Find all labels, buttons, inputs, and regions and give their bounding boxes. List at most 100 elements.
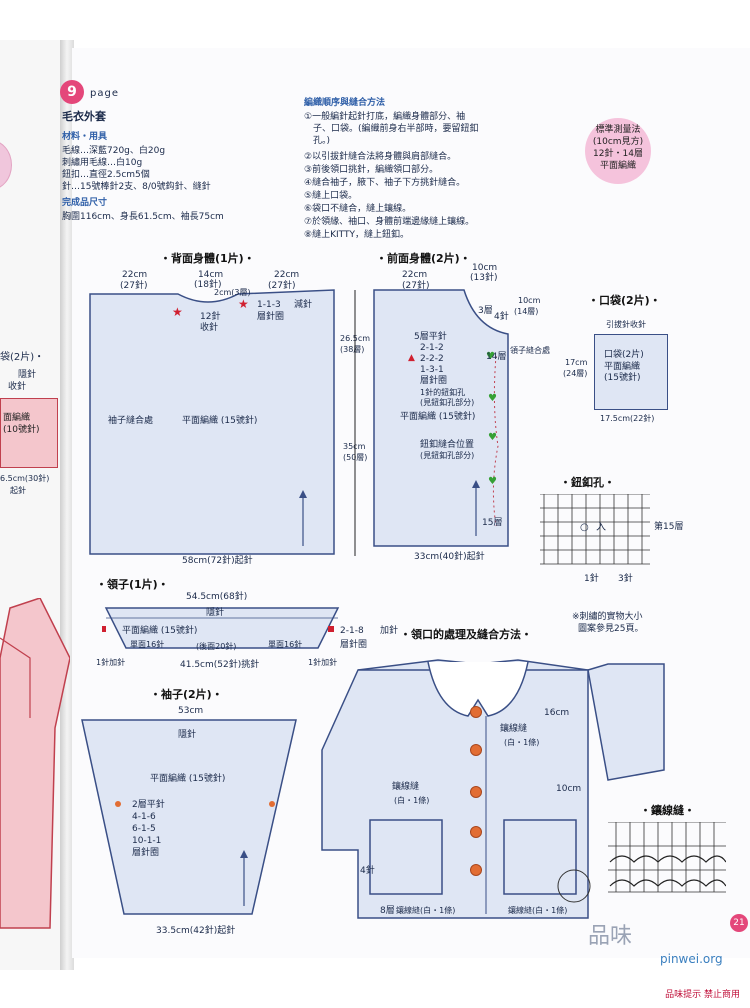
size-heading: 完成品尺寸 bbox=[62, 198, 108, 208]
pocket-inner1: 口袋(2片) bbox=[604, 350, 644, 360]
front-bottom-rows: 15層 bbox=[482, 518, 503, 528]
back-w-mid: 14cm bbox=[198, 270, 224, 280]
front-buttonhole-note2: 1針的鈕釦孔 bbox=[420, 388, 466, 397]
left-bottom2: 起針 bbox=[10, 486, 26, 495]
left-pocket-panel: 面編織 (10號針) bbox=[0, 398, 58, 468]
star-icon: ★ bbox=[238, 297, 249, 311]
cardigan-drawing bbox=[321, 659, 665, 919]
finish-embroidery2: 鑲線縫 bbox=[392, 782, 420, 792]
left-stitch2: (10號針) bbox=[3, 425, 40, 435]
front-neck: 10cm bbox=[518, 296, 541, 305]
left-rib: 隱針 bbox=[18, 370, 37, 380]
heart-icon: ♥ bbox=[488, 432, 497, 443]
left-stitch: 面編織 bbox=[3, 413, 31, 423]
sleeve-inc-row: 4-1-6 bbox=[132, 812, 156, 822]
heart-icon: ♥ bbox=[488, 476, 497, 487]
sleeve-title: ・袖子(2片)・ bbox=[150, 688, 223, 701]
back-neck-dec: 12針 bbox=[200, 312, 221, 322]
pocket-panel bbox=[594, 334, 668, 410]
procedure-heading: 編織順序與縫合方法 bbox=[304, 98, 386, 108]
collar-inc-lbl: 加針 bbox=[380, 626, 399, 636]
back-height-line bbox=[354, 290, 356, 556]
left-pocket-title: 袋(2片)・ bbox=[0, 352, 45, 363]
back-shoulder-lbl2: 層針圈 bbox=[257, 312, 285, 322]
back-neck-depth: 2cm(3層) bbox=[214, 288, 251, 297]
finish-note1: ※刺繡的實物大小 bbox=[572, 612, 643, 622]
front-body-title: ・前面身體(2片)・ bbox=[376, 252, 471, 265]
procedure-step: ②以引拔針縫合法將身體與肩部縫合。 bbox=[304, 152, 457, 162]
star-icon: ★ bbox=[172, 305, 183, 319]
front-stitch: 平面編織 (15號針) bbox=[400, 412, 476, 422]
buttonhole-grid bbox=[540, 494, 650, 565]
front-neck-st: (14層) bbox=[514, 307, 539, 316]
pocket-top: 引拔針收針 bbox=[606, 320, 646, 329]
back-w-left: 22cm bbox=[122, 270, 148, 280]
back-stitch: 平面編織 (15號針) bbox=[182, 416, 258, 426]
finish-dim2: 10cm bbox=[556, 784, 582, 794]
materials-heading: 材料・用具 bbox=[62, 132, 108, 142]
collar-rib: 隱針 bbox=[206, 608, 225, 618]
button-icon bbox=[470, 786, 482, 798]
pocket-height-st: (24層) bbox=[563, 369, 588, 378]
procedure-step: ⑥袋口不縫合，縫上鑲線。 bbox=[304, 204, 412, 214]
collar-title: ・領子(1片)・ bbox=[96, 578, 169, 591]
heart-icon: ♥ bbox=[486, 351, 495, 362]
pocket-inner2: 平面編織 bbox=[604, 362, 641, 372]
material-line: 鈕扣…直徑2.5cm5個 bbox=[62, 170, 150, 180]
back-w-right-st: (27針) bbox=[268, 281, 296, 291]
sleeve-inc-title: 2層平針 bbox=[132, 800, 165, 810]
front-buttonhole-note: 14層 bbox=[486, 352, 507, 362]
sleeve-shape bbox=[81, 719, 297, 915]
back-h-top-st: (38層) bbox=[340, 345, 365, 354]
left-sweater-drawing bbox=[0, 598, 70, 929]
pocket-title: ・口袋(2片)・ bbox=[588, 294, 661, 307]
buttonhole-right: 3針 bbox=[618, 574, 633, 584]
collar-inc: 2-1-8 bbox=[340, 626, 364, 636]
front-dec-row: 2-2-2 bbox=[420, 354, 444, 364]
buttonhole-k2tog: 入 bbox=[596, 522, 606, 533]
page-number: 21 bbox=[730, 914, 748, 932]
finish-embroidery1: 鑲線縫 bbox=[500, 724, 528, 734]
sleeve-inc-row: 10-1-1 bbox=[132, 836, 162, 846]
button-icon bbox=[470, 864, 482, 876]
sleeve-bottom: 33.5cm(42針)起針 bbox=[156, 926, 236, 936]
back-w-mid-st: (18針) bbox=[194, 280, 222, 290]
buttonhole-yo: ○ bbox=[580, 522, 589, 533]
procedure-step: ④縫合袖子，腋下、袖子下方挑針縫合。 bbox=[304, 178, 466, 188]
back-body-title: ・背面身體(1片)・ bbox=[160, 252, 255, 265]
material-line: 刺繡用毛線…白10g bbox=[62, 158, 143, 168]
collar-inc-lbl2: 層針圈 bbox=[340, 640, 368, 650]
front-w-left: 22cm bbox=[402, 270, 428, 280]
front-pos-note: 鈕釦縫合位置 bbox=[420, 440, 475, 450]
procedure-step: ⑦於領緣、袖口、身體前端邊緣縫上鑲線。 bbox=[304, 217, 475, 227]
gauge-badge: 標準測量法 (10cm見方) 12針・14層 平面編織 bbox=[585, 118, 651, 184]
pocket-bottom: 17.5cm(22針) bbox=[600, 414, 655, 423]
page-title: 毛衣外套 bbox=[62, 110, 106, 123]
site-logo: 品味 bbox=[588, 924, 633, 949]
heart-icon: ♥ bbox=[488, 393, 497, 404]
gauge-line: 平面編織 bbox=[599, 161, 636, 171]
gauge-line: (10cm見方) bbox=[592, 137, 644, 147]
size-text: 胸圍116cm、身長61.5cm、袖長75cm bbox=[62, 212, 224, 222]
front-pos-note2: (見鈕釦孔部分) bbox=[420, 451, 475, 460]
page-label: page bbox=[90, 88, 119, 99]
procedure-step: 子、口袋。(編織前身右半部時，要留鈕釦 bbox=[304, 124, 479, 134]
book-spine bbox=[60, 40, 74, 970]
pocket-inner3: (15號針) bbox=[604, 373, 641, 383]
finish-embroidery4: 鑲線縫(白・1條) bbox=[508, 906, 568, 915]
buttonhole-row-label: 第15層 bbox=[654, 522, 684, 532]
collar-left-inc: 1針加針 bbox=[96, 658, 126, 667]
front-w-right: 10cm bbox=[472, 263, 498, 273]
gauge-line: 標準測量法 bbox=[595, 125, 641, 135]
back-neck-dec2: 收針 bbox=[200, 323, 219, 333]
finish-embroidery3: 鑲線縫(白・1條) bbox=[396, 906, 456, 915]
front-dec-row: 1-3-1 bbox=[420, 365, 444, 375]
button-icon bbox=[470, 826, 482, 838]
finish-embroidery1b: (白・1條) bbox=[504, 738, 540, 747]
back-shoulder: 1-1-3 bbox=[257, 300, 281, 310]
finish-title: ・領口的處理及縫合方法・ bbox=[400, 628, 532, 641]
pocket-height: 17cm bbox=[565, 358, 588, 367]
back-h-bot: 35cm bbox=[343, 442, 366, 451]
collar-bottom: 41.5cm(52針)挑針 bbox=[180, 660, 260, 670]
front-body-shape: ♥ ♥ ♥ ♥ ▲ bbox=[373, 289, 509, 547]
